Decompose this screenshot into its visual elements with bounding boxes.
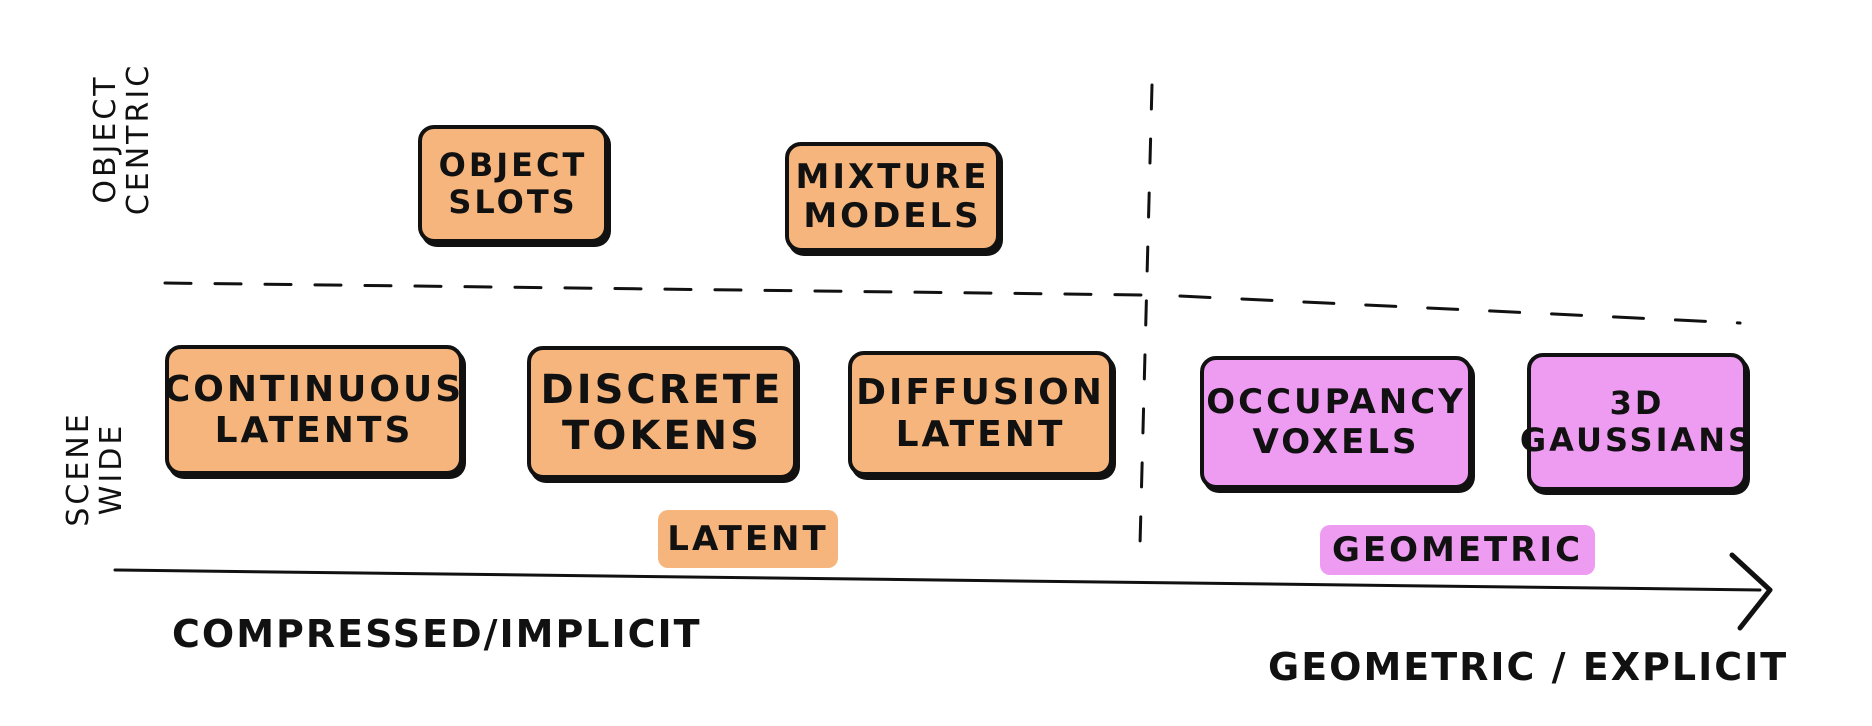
group-tag-geometric: Geometric [1320,525,1595,575]
box-diffusion-latent-line1: Diffusion [856,372,1105,414]
box-diffusion-latent: Diffusion Latent [848,351,1113,476]
box-discrete-tokens: Discrete Tokens [527,346,797,479]
box-3d-gaussians-line1: 3D [1609,384,1665,423]
box-occupancy-voxels-line1: Occupancy [1206,382,1466,423]
column-divider [1138,83,1154,547]
box-mixture-models: Mixture Models [785,142,1000,252]
row-divider-right [1178,294,1742,325]
row-label-object-centric: Object Centric [88,39,161,239]
box-diffusion-latent-line2: Latent [895,413,1066,455]
group-tag-latent: Latent [658,510,838,568]
box-occupancy-voxels: Occupancy Voxels [1200,356,1472,489]
x-axis-arrowhead [1729,552,1773,631]
box-mixture-models-line1: Mixture [795,156,990,197]
box-3d-gaussians: 3D Gaussians [1520,353,1751,491]
box-3d-gaussians-line2: Gaussians [1519,421,1755,459]
axis-label-right: Geometric / Explicit [1268,645,1789,689]
row-label-object-centric-line1: Object [88,74,123,204]
row-label-scene-wide: Scene Wide [61,394,134,544]
row-divider-left [163,281,1147,297]
box-continuous-latents-line1: Continuous [163,368,465,410]
row-label-object-centric-line2: Centric [121,62,156,216]
box-object-slots-line1: Object [438,146,588,185]
box-continuous-latents: Continuous Latents [163,345,465,475]
axis-label-left: Compressed/Implicit [172,612,702,656]
row-label-scene-wide-line1: Scene [61,411,96,527]
box-mixture-models-line2: Models [803,196,982,236]
box-object-slots: Object Slots [418,125,608,243]
box-discrete-tokens-line2: Tokens [562,412,762,459]
box-discrete-tokens-line1: Discrete [540,366,784,413]
box-object-slots-line2: Slots [448,183,578,221]
box-occupancy-voxels-line2: Voxels [1252,421,1420,462]
box-continuous-latents-line2: Latents [214,410,414,451]
x-axis-line [113,568,1762,592]
row-label-scene-wide-line2: Wide [94,422,129,516]
